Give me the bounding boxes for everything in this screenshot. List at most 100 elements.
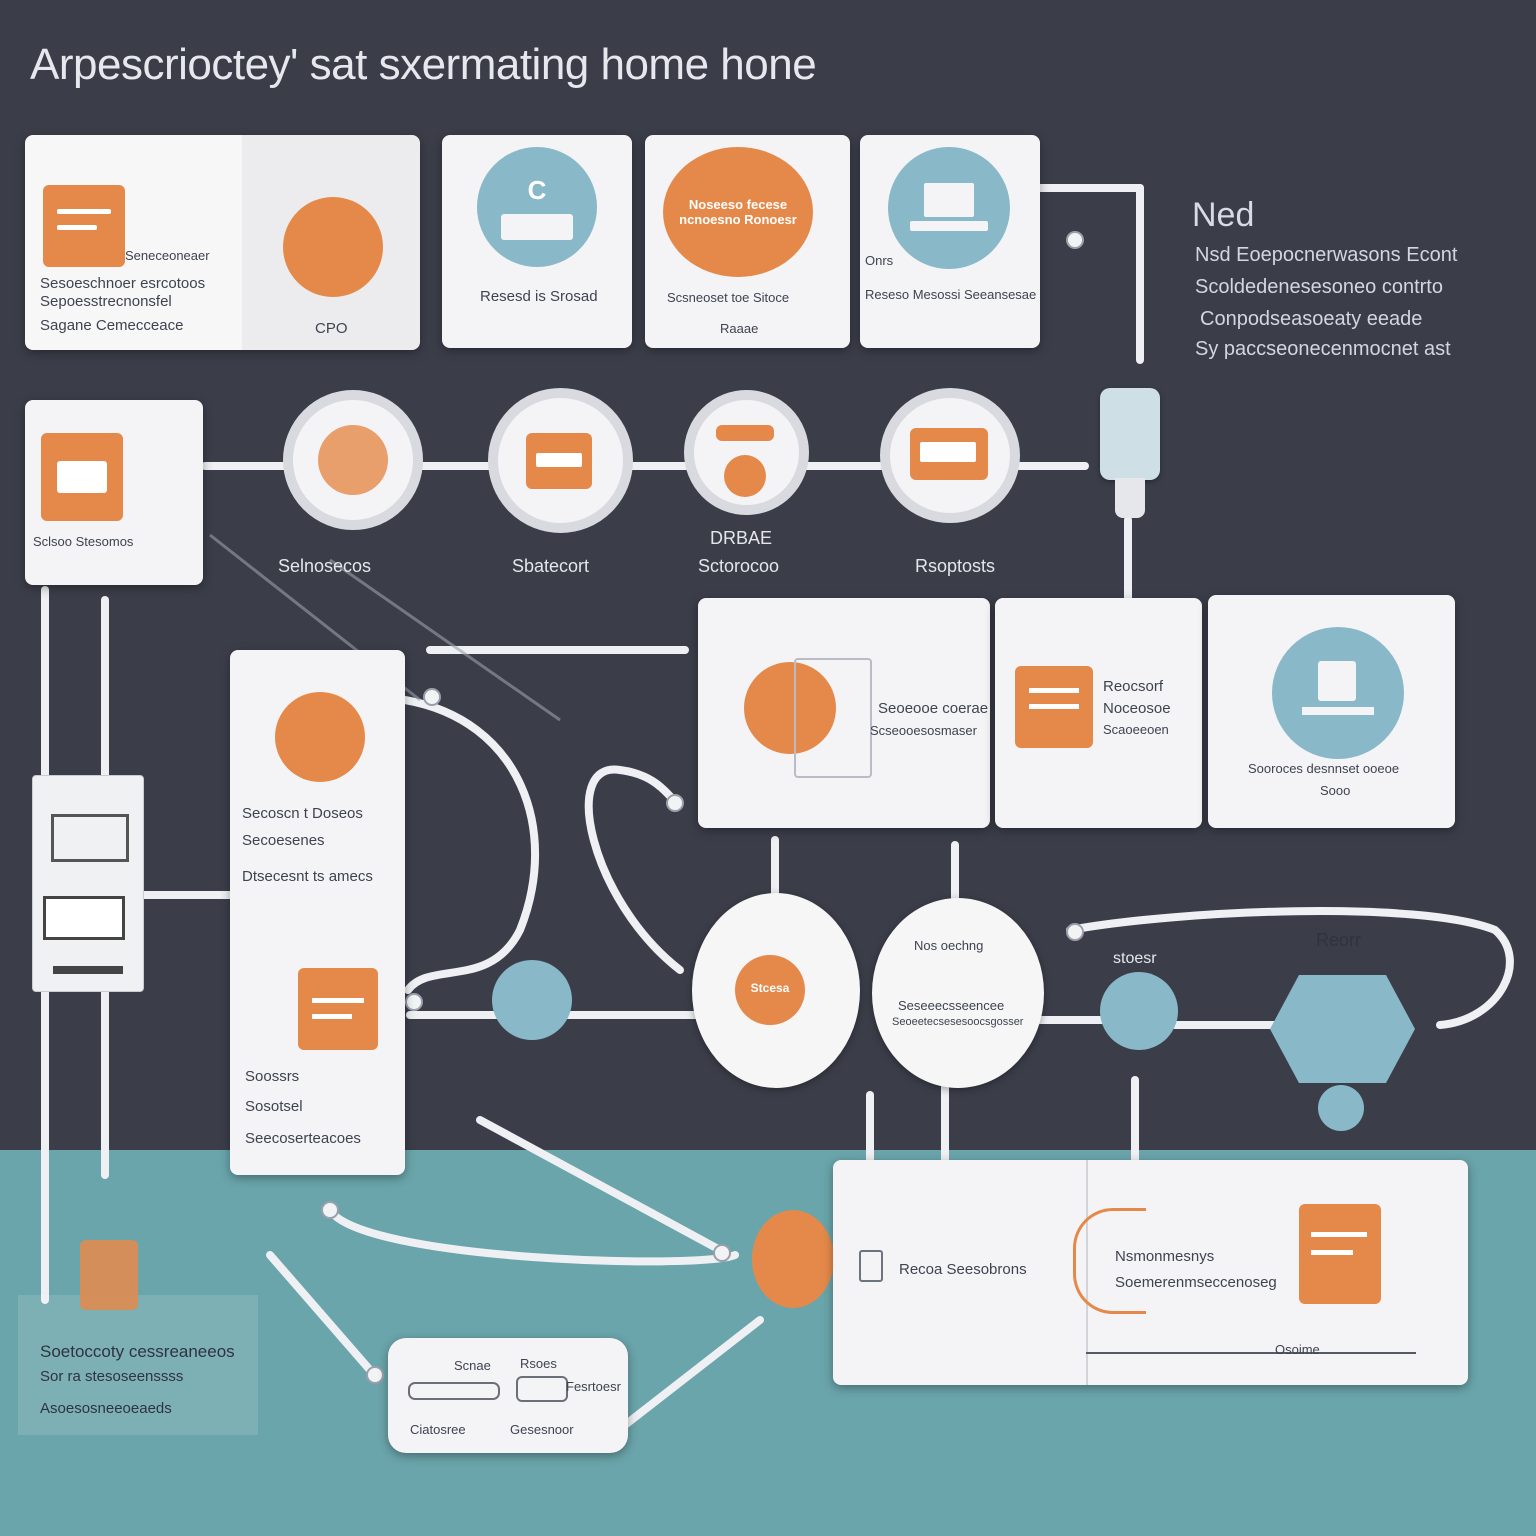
card-text: Sagane Cemecceace bbox=[40, 317, 184, 334]
laptop-icon bbox=[888, 147, 1010, 269]
right-card-2[interactable]: Reocsorf Noceosoe Scaoeeoen bbox=[995, 598, 1202, 828]
hub-2[interactable] bbox=[488, 388, 633, 533]
card-text: Noceosoe bbox=[1103, 700, 1171, 717]
mini-text: Rsoes bbox=[520, 1356, 557, 1371]
node-4[interactable] bbox=[1270, 975, 1415, 1083]
panel-text: Asoesosneeoeaeds bbox=[40, 1400, 172, 1417]
card-text: Secoscn t Doseos bbox=[242, 805, 363, 822]
card-text: Seneceoneaer bbox=[125, 248, 210, 263]
top-card-3[interactable]: Noseeso fecese ncnoesno Ronoesr Scsneose… bbox=[645, 135, 850, 348]
node-text: Seoeetecsesesoocsgosser bbox=[892, 1016, 1024, 1028]
bulb-icon[interactable] bbox=[492, 960, 572, 1040]
node-3[interactable] bbox=[1100, 972, 1178, 1050]
hub-label: Sbatecort bbox=[512, 556, 590, 576]
home-icon: C bbox=[477, 147, 597, 267]
card-text: Reocsorf bbox=[1103, 678, 1164, 695]
node-text: Nos oechng bbox=[914, 938, 984, 953]
left-panel[interactable]: Sclsoo Stesomos bbox=[25, 400, 203, 585]
top-card-2[interactable]: C Resesd is Srosad bbox=[442, 135, 632, 348]
card-text: Seecoserteacoes bbox=[245, 1130, 361, 1147]
card-text: Sooo bbox=[1320, 783, 1351, 798]
mini-card[interactable]: Scnae Rsoes Fesrtoesr Ciatosree Gesesnoo… bbox=[388, 1338, 628, 1453]
page-title: Arpescrioctey' sat sxermating home hone bbox=[30, 40, 817, 89]
node-1[interactable]: Stcesa bbox=[692, 893, 860, 1088]
card-tag: CPO bbox=[315, 320, 348, 337]
device-icon bbox=[43, 185, 125, 267]
switch-icon[interactable] bbox=[516, 1376, 568, 1402]
hub-4[interactable] bbox=[880, 388, 1020, 523]
cable-icon bbox=[1073, 1208, 1146, 1314]
node-label: Stcesa bbox=[750, 981, 790, 995]
footer-line bbox=[1086, 1352, 1416, 1354]
node-text: Seseeecsseencee bbox=[898, 998, 1005, 1013]
folder-icon bbox=[41, 433, 123, 521]
hub-label: Rsoptosts bbox=[915, 556, 996, 576]
panel-text: Sor ra stesoseenssss bbox=[40, 1368, 184, 1385]
circle-text: Noseeso fecese bbox=[688, 197, 788, 212]
card-text: Sepoesstrecnonsfel bbox=[40, 293, 172, 310]
right-card-3[interactable]: Sooroces desnnset ooeoe Sooo bbox=[1208, 595, 1455, 828]
mini-text: Gesesnoor bbox=[510, 1422, 574, 1437]
connector-icon bbox=[752, 1210, 834, 1308]
side-line: Conpodseasoeaty eeade bbox=[1200, 308, 1423, 330]
person-icon bbox=[318, 425, 388, 495]
node-2[interactable]: Nos oechng Seseeecsseencee Seoeetecseses… bbox=[872, 898, 1044, 1088]
status-circle bbox=[283, 197, 383, 297]
report-icon bbox=[298, 968, 378, 1050]
card-text: Recoa Seesobrons bbox=[899, 1261, 1027, 1278]
mini-text: Fesrtoesr bbox=[566, 1379, 621, 1394]
bottom-card[interactable]: Recoa Seesobrons Nsmonmesnys Soemerenmse… bbox=[833, 1160, 1468, 1385]
node-4-base bbox=[1318, 1085, 1364, 1131]
card-text: Reseso Mesossi Seeansesae bbox=[865, 287, 1037, 302]
card-text: Sesoeschnoer esrcotoos bbox=[40, 275, 206, 292]
card-text: Soossrs bbox=[245, 1068, 300, 1085]
camera-icon bbox=[910, 428, 988, 480]
sensor-icon bbox=[724, 455, 766, 497]
card-text: Secoesenes bbox=[242, 832, 325, 849]
storage-icon bbox=[526, 433, 592, 489]
hub-label: Sctorocoo bbox=[698, 556, 780, 576]
card-text: Resesd is Srosad bbox=[480, 288, 598, 305]
card-text: Nsmonmesnys bbox=[1115, 1248, 1215, 1265]
hub-icon bbox=[275, 692, 365, 782]
bottom-left-panel bbox=[18, 1295, 258, 1435]
side-line: Nsd Eoepocnerwasons Econt bbox=[1195, 244, 1458, 266]
toggle-icon[interactable] bbox=[408, 1382, 500, 1400]
card-text: Scseooesosmaser bbox=[870, 723, 977, 738]
control-box-icon bbox=[32, 775, 144, 992]
plug-icon bbox=[1100, 388, 1160, 480]
hub-label: Selnosecos bbox=[278, 556, 372, 576]
document-icon bbox=[1015, 666, 1093, 748]
card-tag: Onrs bbox=[865, 253, 894, 268]
card-text: Dtsecesnt ts amecs bbox=[242, 868, 373, 885]
report-icon bbox=[1299, 1204, 1381, 1304]
grid-icon bbox=[80, 1240, 138, 1310]
card-text: Scsneoset toe Sitoce bbox=[667, 290, 790, 305]
card-text: Seoeooe coerae bbox=[878, 700, 989, 717]
hub-3[interactable] bbox=[684, 390, 809, 515]
card-tag: Raaae bbox=[720, 321, 759, 336]
monitor-icon bbox=[1272, 627, 1404, 759]
node-icon: Stcesa bbox=[735, 955, 805, 1025]
side-heading: Ned bbox=[1192, 196, 1255, 234]
card-text: Soemerenmseccenoseg bbox=[1115, 1274, 1277, 1291]
plug-tip bbox=[1115, 478, 1145, 518]
panel-label: Sclsoo Stesomos bbox=[33, 534, 134, 549]
top-card-4[interactable]: Onrs Reseso Mesossi Seeansesae bbox=[860, 135, 1040, 348]
phone-icon bbox=[744, 662, 836, 754]
node-label: Reorr bbox=[1316, 930, 1362, 950]
card-text: Sooroces desnnset ooeoe bbox=[1248, 761, 1400, 776]
node-label: stoesr bbox=[1113, 950, 1157, 967]
circle-letter: C bbox=[527, 175, 547, 205]
right-card-1[interactable]: Seoeooe coerae Scseooesosmaser bbox=[698, 598, 990, 828]
hub-1[interactable] bbox=[283, 390, 423, 530]
settings-icon: Noseeso fecese ncnoesno Ronoesr bbox=[663, 147, 813, 277]
tall-card[interactable]: Secoscn t Doseos Secoesenes Dtsecesnt ts… bbox=[230, 650, 405, 1175]
side-line: Sy paccseonecenmocnet ast bbox=[1195, 338, 1451, 360]
phone-outline bbox=[794, 658, 872, 778]
top-card-1[interactable]: Seneceoneaer Sesoeschnoer esrcotoos Sepo… bbox=[25, 135, 420, 350]
side-line: Scoldedenesesoneo contrto bbox=[1195, 276, 1443, 298]
hub-sublabel: DRBAE bbox=[710, 528, 773, 548]
tablet-icon bbox=[859, 1250, 883, 1282]
card-footer: Osoime bbox=[1275, 1342, 1320, 1357]
